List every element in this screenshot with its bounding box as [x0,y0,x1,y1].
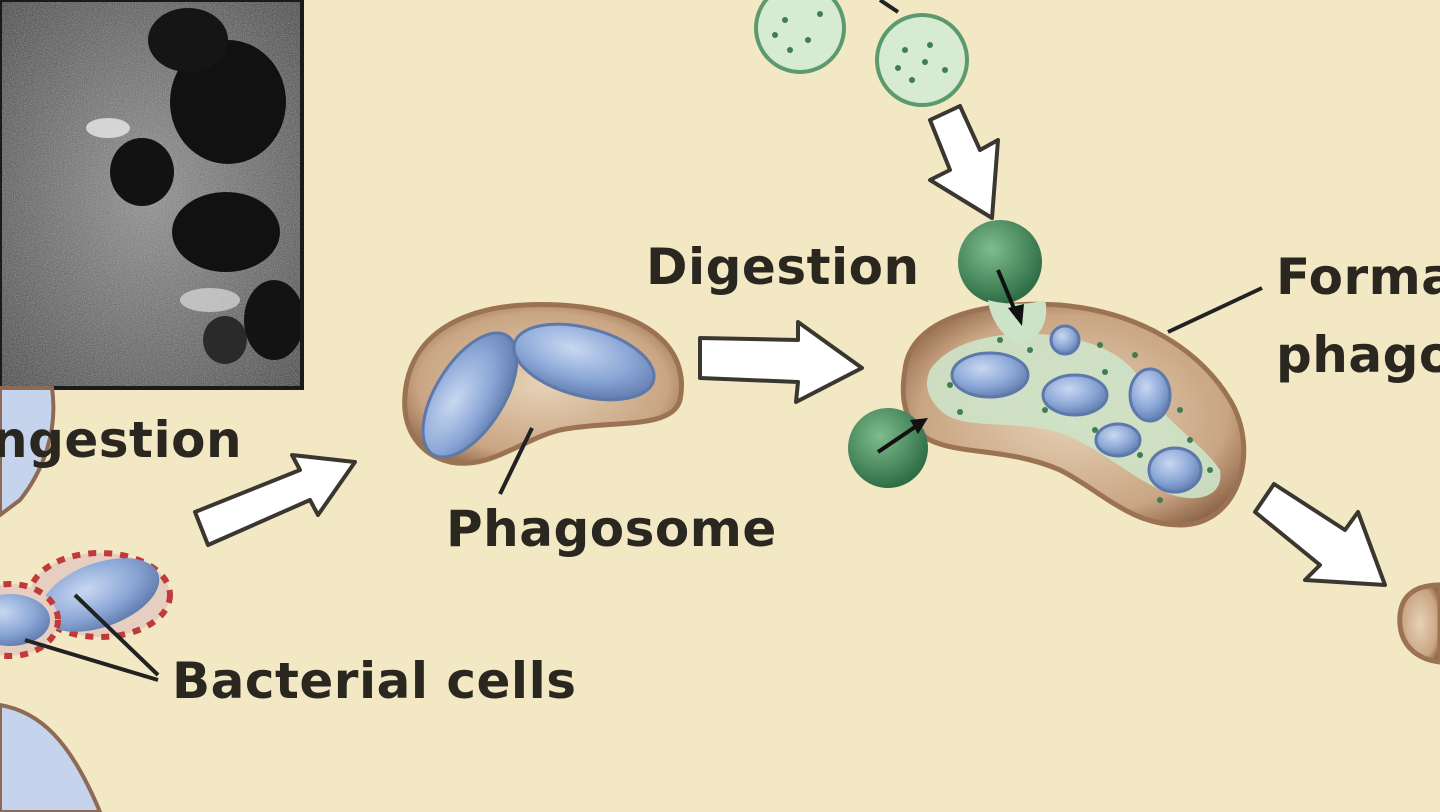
arrow-to-digestion [698,320,864,404]
arrow-to-lysosome-fusion [928,104,1000,220]
micrograph-image [0,0,304,390]
arrow-to-exocytosis [1253,482,1387,587]
formation-label-line2: phago [1276,326,1440,384]
lysosomes-top [754,0,969,107]
phagosome-label: Phagosome [446,500,777,558]
bacterial-cells-label: Bacterial cells [172,652,577,710]
phagosome [402,301,684,495]
ingestion-label: ngestion [0,411,243,469]
bacterial-cells [0,550,173,682]
formation-label-line1: Forma [1276,248,1440,306]
phagolysosome [848,220,1263,528]
digestion-label: Digestion [646,238,920,296]
arrow-to-phagosome [193,453,357,547]
residual-body [1397,582,1440,665]
